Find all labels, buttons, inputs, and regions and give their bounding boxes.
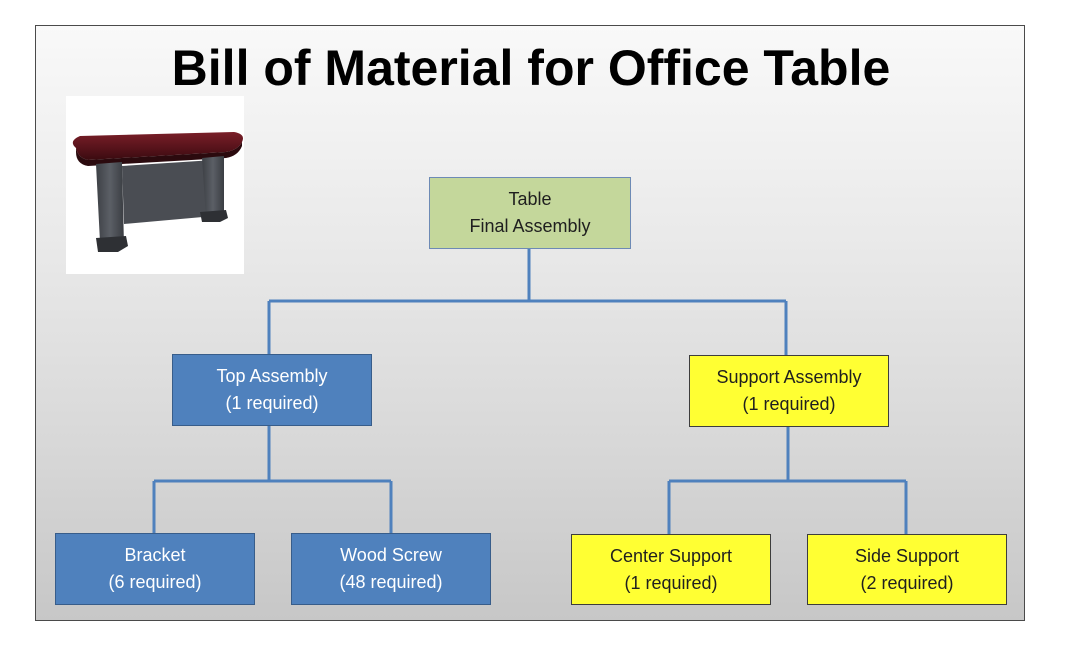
node-top-assembly: Top Assembly (1 required) xyxy=(172,354,372,426)
table-photo xyxy=(66,96,244,274)
node-quantity: (1 required) xyxy=(624,572,718,593)
node-wood-screw: Wood Screw (48 required) xyxy=(291,533,491,605)
node-quantity: (1 required) xyxy=(225,393,319,413)
page-title: Bill of Material for Office Table xyxy=(171,40,891,96)
node-table-final-assembly: Table Final Assembly xyxy=(429,177,631,249)
slide: Bill of Material for Office Table xyxy=(35,25,1025,621)
node-label: Bracket xyxy=(124,545,186,565)
node-quantity: (1 required) xyxy=(742,394,836,414)
node-quantity: (6 required) xyxy=(108,572,202,592)
node-label: Wood Screw xyxy=(340,545,442,565)
node-label: Top Assembly xyxy=(216,366,328,386)
node-sublabel: Final Assembly xyxy=(469,216,591,236)
node-quantity: (2 required) xyxy=(860,572,954,593)
node-label: Support Assembly xyxy=(716,367,862,387)
tree-connectors xyxy=(152,249,908,534)
node-quantity: (48 required) xyxy=(339,572,443,592)
node-label: Table xyxy=(508,189,552,209)
node-bracket: Bracket (6 required) xyxy=(55,533,255,605)
office-table-image xyxy=(72,132,243,252)
node-label: Center Support xyxy=(609,545,733,566)
node-label: Side Support xyxy=(854,545,960,566)
node-center-support: Center Support (1 required) xyxy=(571,534,771,605)
node-side-support: Side Support (2 required) xyxy=(807,534,1007,605)
node-support-assembly: Support Assembly (1 required) xyxy=(689,355,889,427)
